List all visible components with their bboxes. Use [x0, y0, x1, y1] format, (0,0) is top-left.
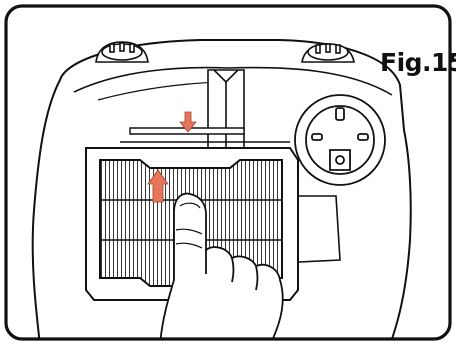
figure-label: Fig.15 [380, 48, 456, 77]
side-tab [298, 196, 340, 262]
handle-post [208, 70, 244, 150]
power-socket [295, 95, 385, 185]
